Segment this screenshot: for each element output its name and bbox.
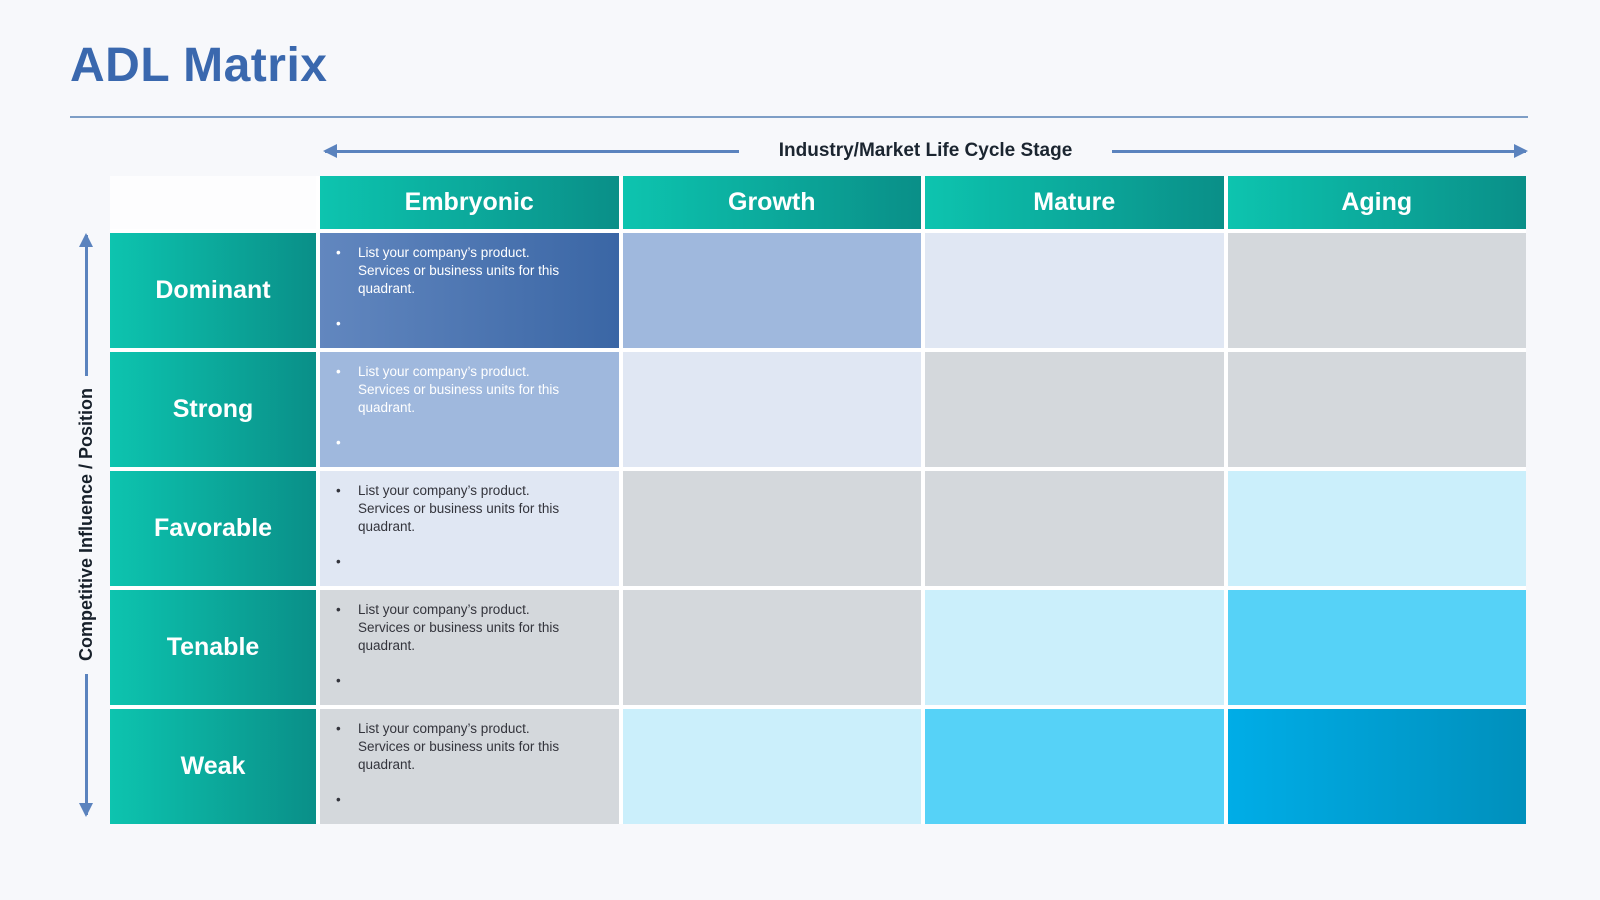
bullet-text: List your company’s product. Services or… bbox=[358, 483, 560, 534]
placeholder-bullet-list: • List your company’s product. Services o… bbox=[320, 471, 619, 581]
column-header-growth: Growth bbox=[622, 176, 921, 229]
matrix-cell-strong-embryonic[interactable]: • List your company’s product. Services o… bbox=[320, 352, 619, 467]
column-header-embryonic: Embryonic bbox=[320, 176, 619, 229]
page-title: ADL Matrix bbox=[70, 39, 328, 92]
placeholder-bullet-list: • List your company’s product. Services o… bbox=[320, 233, 619, 343]
bullet-icon: • bbox=[336, 721, 341, 736]
matrix-cell-favorable-mature[interactable] bbox=[925, 471, 1224, 586]
bullet-icon: • bbox=[336, 602, 341, 617]
bullet-item-empty: • bbox=[334, 553, 583, 571]
bullet-icon: • bbox=[336, 792, 341, 808]
placeholder-bullet-list: • List your company’s product. Services o… bbox=[320, 352, 619, 462]
y-axis-label: Competitive Influence / Position bbox=[75, 388, 96, 662]
up-arrow-icon bbox=[78, 232, 93, 377]
down-arrow-icon bbox=[78, 673, 93, 818]
y-axis: Competitive Influence / Position bbox=[68, 232, 104, 818]
placeholder-bullet-list: • List your company’s product. Services o… bbox=[320, 590, 619, 700]
bullet-item-empty: • bbox=[334, 791, 583, 809]
bullet-icon: • bbox=[336, 435, 341, 451]
matrix-cell-weak-aging[interactable] bbox=[1227, 709, 1526, 824]
matrix-cell-tenable-mature[interactable] bbox=[925, 590, 1224, 705]
bullet-icon: • bbox=[336, 483, 341, 498]
bullet-text: List your company’s product. Services or… bbox=[358, 602, 560, 653]
bullet-item-empty: • bbox=[334, 434, 583, 452]
matrix-cell-weak-growth[interactable] bbox=[622, 709, 921, 824]
matrix-cell-weak-mature[interactable] bbox=[925, 709, 1224, 824]
bullet-icon: • bbox=[336, 364, 341, 379]
bullet-item-empty: • bbox=[334, 672, 583, 690]
title-divider bbox=[70, 116, 1528, 118]
right-arrow-icon bbox=[1112, 143, 1528, 158]
matrix-cell-favorable-growth[interactable] bbox=[622, 471, 921, 586]
matrix-cell-favorable-aging[interactable] bbox=[1227, 471, 1526, 586]
bullet-item: • List your company’s product. Services o… bbox=[334, 482, 583, 535]
column-header-mature: Mature bbox=[925, 176, 1224, 229]
matrix-cell-dominant-embryonic[interactable]: • List your company’s product. Services o… bbox=[320, 233, 619, 348]
bullet-item: • List your company’s product. Services o… bbox=[334, 363, 583, 416]
bullet-text: List your company’s product. Services or… bbox=[358, 364, 560, 415]
left-arrow-icon bbox=[323, 143, 739, 158]
row-header-dominant: Dominant bbox=[110, 233, 316, 348]
bullet-item: • List your company’s product. Services o… bbox=[334, 601, 583, 654]
bullet-icon: • bbox=[336, 554, 341, 570]
matrix-cell-dominant-mature[interactable] bbox=[925, 233, 1224, 348]
matrix-corner-cell bbox=[110, 176, 316, 229]
x-axis: Industry/Market Life Cycle Stage bbox=[323, 138, 1528, 164]
bullet-icon: • bbox=[336, 673, 341, 689]
bullet-item: • List your company’s product. Services o… bbox=[334, 720, 583, 773]
matrix-cell-favorable-embryonic[interactable]: • List your company’s product. Services o… bbox=[320, 471, 619, 586]
bullet-text: List your company’s product. Services or… bbox=[358, 245, 560, 296]
placeholder-bullet-list: • List your company’s product. Services o… bbox=[320, 709, 619, 819]
matrix-cell-strong-growth[interactable] bbox=[622, 352, 921, 467]
bullet-icon: • bbox=[336, 316, 341, 332]
bullet-item: • List your company’s product. Services o… bbox=[334, 244, 583, 297]
x-axis-label: Industry/Market Life Cycle Stage bbox=[778, 140, 1073, 161]
matrix-cell-tenable-growth[interactable] bbox=[622, 590, 921, 705]
matrix-cell-strong-mature[interactable] bbox=[925, 352, 1224, 467]
matrix-cell-tenable-aging[interactable] bbox=[1227, 590, 1526, 705]
matrix-cell-dominant-growth[interactable] bbox=[622, 233, 921, 348]
matrix-cell-tenable-embryonic[interactable]: • List your company’s product. Services o… bbox=[320, 590, 619, 705]
matrix-cell-weak-embryonic[interactable]: • List your company’s product. Services o… bbox=[320, 709, 619, 824]
row-header-weak: Weak bbox=[110, 709, 316, 824]
matrix-cell-dominant-aging[interactable] bbox=[1227, 233, 1526, 348]
row-header-tenable: Tenable bbox=[110, 590, 316, 705]
row-header-strong: Strong bbox=[110, 352, 316, 467]
column-header-aging: Aging bbox=[1227, 176, 1526, 229]
bullet-text: List your company’s product. Services or… bbox=[358, 721, 560, 772]
bullet-item-empty: • bbox=[334, 315, 583, 333]
bullet-icon: • bbox=[336, 245, 341, 260]
row-header-favorable: Favorable bbox=[110, 471, 316, 586]
matrix-cell-strong-aging[interactable] bbox=[1227, 352, 1526, 467]
